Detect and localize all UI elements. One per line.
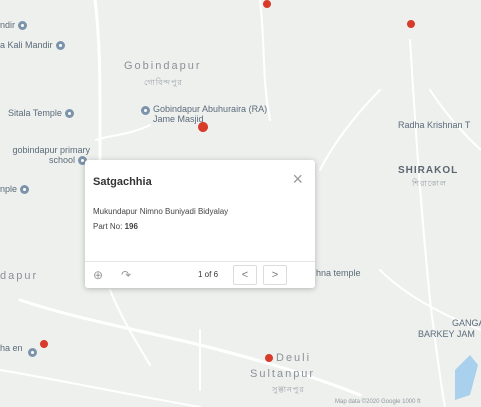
area-label: GANGA [452,318,481,328]
poi-label[interactable]: ndir [0,20,30,31]
popup-footer: ⊕ ↷ 1 of 6 < > [85,261,315,288]
mosque-icon [141,106,150,115]
water-body [455,355,478,400]
pager-count: 1 of 6 [198,270,219,279]
place-icon [28,348,37,357]
location-markers [40,0,416,374]
location-marker [198,122,209,148]
info-window: Satgachhia × Mukundapur Nimno Buniyadi B… [85,160,315,288]
poi-label[interactable]: hna temple [316,268,361,278]
poi-label[interactable]: gobindapur primary school [12,145,90,166]
area-label: SHIRAKOL [398,165,459,176]
area-label: dapur [0,270,39,282]
place-icon [20,185,30,195]
area-label: BARKEY JAM [418,329,475,339]
poi-label[interactable]: Sitala Temple [8,108,77,119]
part-number: Part No: 196 [93,222,138,231]
place-icon [55,41,65,51]
location-marker [263,0,272,20]
prev-button[interactable]: < [233,265,257,285]
location-marker [407,20,416,40]
area-label: Sultanpur [250,368,316,380]
next-button[interactable]: > [263,265,287,285]
poi-label[interactable]: a Kali Mandir [0,40,68,51]
poi-label[interactable]: ha en [0,343,23,353]
school-icon [78,156,87,166]
poi-label[interactable]: nple [0,184,32,195]
poi-label[interactable]: Radha Krishnan T [398,120,471,130]
area-label: Gobindapur [124,60,202,72]
school-name: Mukundapur Nimno Buniyadi Bidyalay [93,207,229,216]
zoom-in-icon[interactable]: ⊕ [93,268,104,282]
area-label-bengali: গোবিন্দপুর [144,78,183,87]
area-label-bengali: শিরাকোল [412,179,447,188]
location-marker [40,340,49,360]
poi-label[interactable]: Gobindapur Abuhuraira (RA) Jame Masjid [138,104,278,124]
area-label-bengali: সুল্তানপুর [272,385,305,394]
close-icon[interactable]: × [292,169,303,189]
map-attribution[interactable]: Map data ©2020 Google 1000 ft [335,399,421,405]
popup-title: Satgachhia [93,176,152,188]
location-marker [265,354,274,374]
place-icon [18,21,28,31]
place-icon [64,109,74,119]
area-label: Deuli [276,352,312,364]
share-icon[interactable]: ↷ [121,268,132,282]
